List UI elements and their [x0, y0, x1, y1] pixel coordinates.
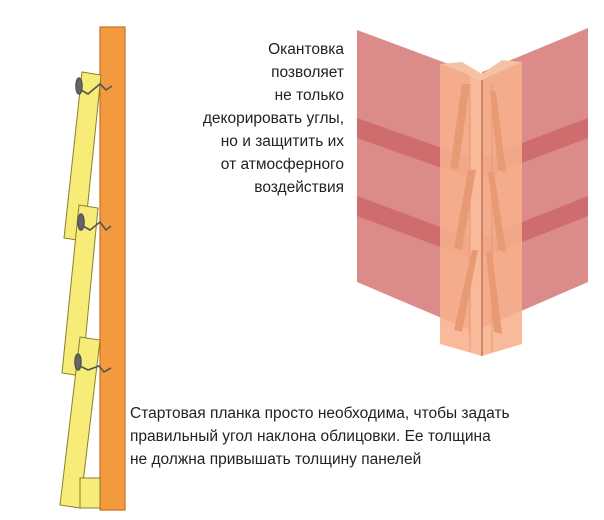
wall-board	[99, 26, 126, 511]
caption-line: правильный угол наклона облицовки. Ее то…	[130, 428, 491, 445]
caption-line: Стартовая планка просто необходима, чтоб…	[130, 405, 510, 422]
corner-trim-illustration	[357, 28, 588, 356]
corner-trim-face-right	[482, 62, 522, 356]
wall-cross-section	[59, 26, 126, 511]
caption-line: от атмосферного	[220, 156, 344, 173]
caption-line: декорировать углы,	[202, 110, 344, 127]
caption-line: Окантовка	[268, 41, 344, 58]
corner-trim-top	[440, 60, 522, 80]
caption-line: не должна привышать толщину панелей	[130, 451, 422, 468]
panel-ends	[450, 84, 506, 334]
nail-icon	[77, 213, 112, 232]
corner-trim-caption: Окантовка позволяет не только декорирова…	[170, 38, 344, 199]
caption-line: но и защитить их	[220, 133, 344, 150]
nail-icon	[75, 77, 113, 95]
starter-strip-caption: Стартовая планка просто необходима, чтоб…	[130, 402, 590, 471]
caption-line: не только	[274, 87, 344, 104]
caption-line: позволяет	[271, 64, 344, 81]
starter-strip	[79, 477, 101, 509]
caption-line: воздействия	[254, 179, 344, 196]
nail-icon	[74, 353, 112, 374]
